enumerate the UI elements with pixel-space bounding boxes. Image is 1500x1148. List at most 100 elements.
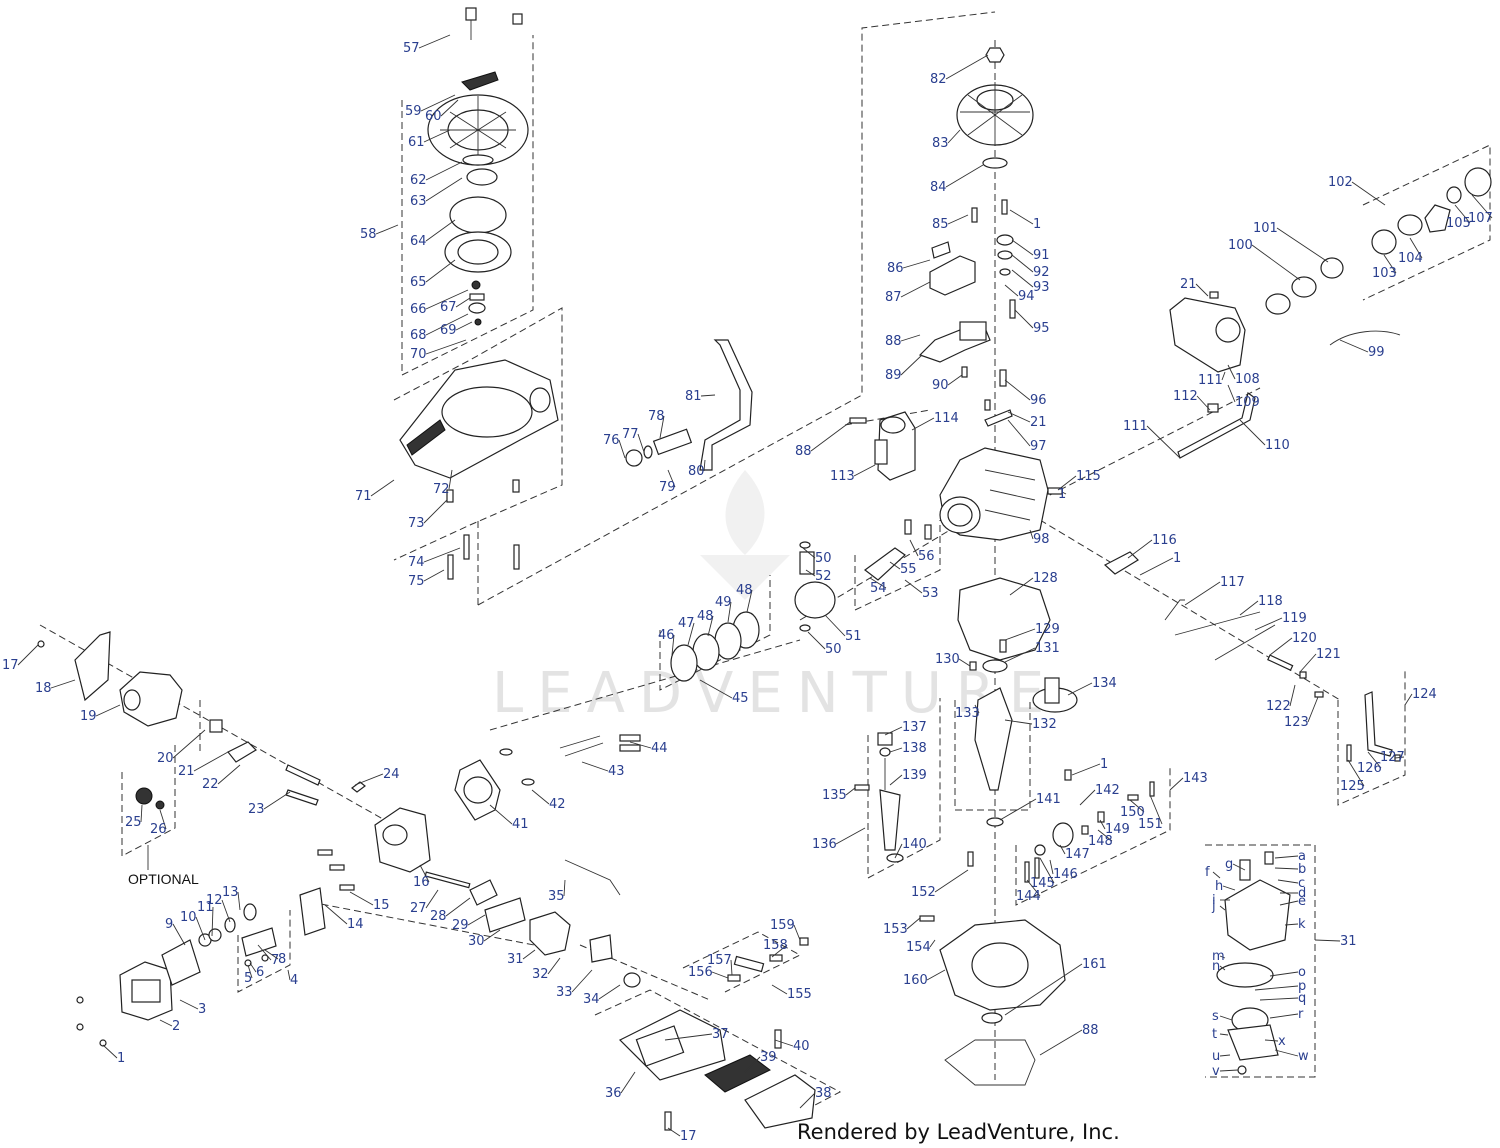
callout-leader-line <box>221 899 231 923</box>
callout-label: 151 <box>1138 817 1163 832</box>
optional-label: OPTIONAL <box>128 871 199 887</box>
callout-label: 73 <box>408 516 425 531</box>
callout-label: 111 <box>1123 419 1148 434</box>
callout-label: 125 <box>1340 779 1365 794</box>
callout-leader-line <box>1071 763 1101 776</box>
callout-label: 8 <box>278 952 286 967</box>
callout-label: o <box>1298 965 1306 980</box>
callout-leader-line <box>423 569 445 582</box>
watermark-flame-logo <box>700 470 790 600</box>
callout-leader-line <box>1314 939 1341 942</box>
callout-label: 131 <box>1035 641 1060 656</box>
callout-leader-line <box>140 804 143 823</box>
callout-leader-line <box>1004 628 1036 641</box>
callout-leader-line <box>1004 719 1033 725</box>
callout-leader-line <box>425 259 456 283</box>
callout-leader-line <box>1284 923 1299 926</box>
callout-label: 77 <box>622 427 639 442</box>
callout-label: 118 <box>1258 594 1283 609</box>
blower-housing-part <box>399 359 559 580</box>
callout-label: 147 <box>1065 847 1090 862</box>
callout-label: 143 <box>1183 771 1208 786</box>
callout-label: 59 <box>405 104 422 119</box>
callout-leader-line <box>711 971 729 979</box>
callout-label: 78 <box>648 409 665 424</box>
callout-label: 1 <box>117 1051 125 1066</box>
callout-label: 145 <box>1030 876 1055 891</box>
callout-label: 120 <box>1292 631 1317 646</box>
callout-label: 113 <box>830 469 855 484</box>
callout-label: 100 <box>1228 238 1253 253</box>
callout-leader-line <box>799 1092 816 1109</box>
callout-leader-line <box>370 479 395 497</box>
callout-label: 19 <box>80 709 97 724</box>
callout-leader-line <box>1097 829 1113 842</box>
callout-leader-line <box>703 459 706 472</box>
callout-label: 36 <box>605 1086 622 1101</box>
callout-label: 114 <box>934 411 959 426</box>
callout-leader-line <box>425 177 463 202</box>
callout-leader-line <box>1007 419 1031 447</box>
callout-leader-line <box>1149 794 1163 825</box>
callout-label: e <box>1298 894 1306 909</box>
carburetor-detail-parts <box>1216 851 1291 1075</box>
callout-label: 115 <box>1076 469 1101 484</box>
callout-leader-line <box>884 726 903 736</box>
callout-label: 13 <box>222 885 239 900</box>
callout-label: 119 <box>1282 611 1307 626</box>
callout-label: 71 <box>355 489 372 504</box>
callout-label: 79 <box>659 480 676 495</box>
callout-label: 90 <box>932 378 949 393</box>
callout-label: 123 <box>1284 715 1309 730</box>
callout-label: 62 <box>410 173 427 188</box>
callout-label: 155 <box>787 987 812 1002</box>
callout-leader-line <box>445 897 471 917</box>
callout-leader-line <box>727 601 732 623</box>
callout-leader-line <box>1219 965 1226 971</box>
callout-label: 1 <box>1058 487 1066 502</box>
callout-leader-line <box>853 464 876 477</box>
callout-leader-line <box>1219 1033 1229 1036</box>
callout-label: 88 <box>885 334 902 349</box>
callout-leader-line <box>730 959 733 976</box>
callout-leader-line <box>425 339 467 355</box>
callout-leader-line <box>1227 364 1236 380</box>
callout-label: 31 <box>507 952 524 967</box>
callout-label: 63 <box>410 194 427 209</box>
callout-leader-line <box>547 957 561 975</box>
callout-leader-line <box>195 916 206 941</box>
callout-leader-line <box>1169 777 1184 791</box>
callout-label: 74 <box>408 555 425 570</box>
callout-label: 5 <box>244 971 252 986</box>
dashed-group-outlines <box>121 11 1491 1119</box>
callout-leader-line <box>889 747 903 753</box>
callout-leader-line <box>1279 900 1299 906</box>
callout-leader-line <box>193 751 229 772</box>
callout-label: 7 <box>271 953 279 968</box>
callout-leader-line <box>845 787 856 796</box>
callout-leader-line <box>1009 209 1034 225</box>
callout-leader-line <box>802 547 816 559</box>
callout-label: 47 <box>678 616 695 631</box>
callout-label: 20 <box>157 751 174 766</box>
callout-label: 124 <box>1412 687 1437 702</box>
callout-leader-line <box>1219 1069 1239 1072</box>
callout-label: 66 <box>410 302 427 317</box>
callout-leader-line <box>974 704 980 714</box>
callout-leader-line <box>1277 879 1299 884</box>
piston-group-parts <box>499 519 932 786</box>
callout-leader-line <box>664 1033 713 1041</box>
callout-leader-line <box>1196 395 1211 411</box>
oil-fill-parts <box>854 732 904 863</box>
callout-label: 68 <box>410 328 427 343</box>
callout-label: 95 <box>1033 321 1050 336</box>
callout-leader-line <box>483 929 501 942</box>
callout-leader-line <box>1347 759 1365 787</box>
callout-label: 2 <box>172 1019 180 1034</box>
callout-label: 91 <box>1033 248 1050 263</box>
callout-label: 138 <box>902 741 927 756</box>
callout-leader-line <box>1007 411 1031 423</box>
callout-label: 52 <box>815 569 832 584</box>
callout-leader-line <box>1471 194 1493 219</box>
